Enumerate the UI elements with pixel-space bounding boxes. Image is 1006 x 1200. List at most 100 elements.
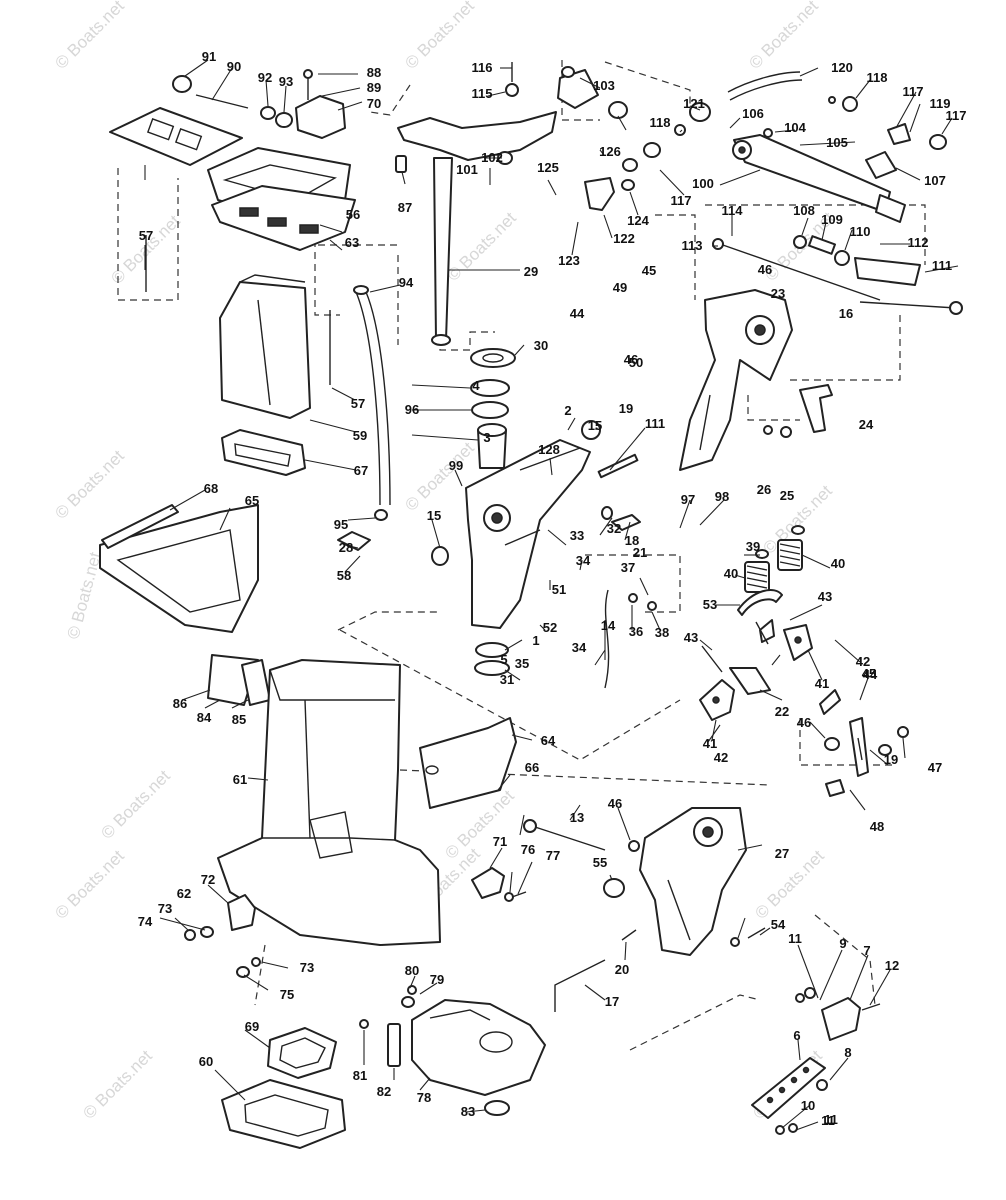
callout-30: 30	[534, 338, 548, 353]
callout-4: 4	[472, 378, 480, 393]
watermark: © Boats.net	[79, 1046, 156, 1123]
callout-5: 5	[500, 652, 507, 667]
callout-103: 103	[593, 78, 615, 93]
callout-91: 91	[202, 49, 216, 64]
callout-94: 94	[399, 275, 414, 290]
callout-100: 100	[692, 176, 714, 191]
callout-11: 11	[824, 1112, 838, 1127]
callout-73: 73	[300, 960, 314, 975]
callout-117: 117	[903, 84, 924, 99]
callout-118: 118	[650, 115, 671, 130]
callout-26: 26	[757, 482, 771, 497]
callout-72: 72	[201, 872, 215, 887]
callout-113: 113	[682, 238, 703, 253]
callout-48: 48	[870, 819, 884, 834]
callout-24: 24	[859, 417, 874, 432]
callout-77: 77	[546, 848, 560, 863]
callout-9: 9	[839, 936, 846, 951]
callout-120: 120	[831, 60, 853, 75]
callout-114: 114	[722, 203, 744, 218]
callout-41: 41	[815, 676, 829, 691]
watermark: © Boats.net	[751, 846, 828, 923]
callout-119: 119	[930, 96, 951, 111]
callout-14: 14	[601, 618, 616, 633]
callout-68: 68	[204, 481, 218, 496]
callout-76: 76	[521, 842, 535, 857]
watermark: © Boats.net	[97, 766, 174, 843]
callout-37: 37	[621, 560, 635, 575]
callout-65: 65	[245, 493, 259, 508]
leader-lines	[144, 59, 959, 1131]
callout-118: 118	[867, 70, 888, 85]
callout-84: 84	[197, 710, 212, 725]
callout-46: 46	[758, 262, 772, 277]
callout-35: 35	[515, 656, 529, 671]
watermark: © Boats.net	[51, 0, 128, 73]
callout-56: 56	[346, 207, 360, 222]
callout-61: 61	[233, 772, 247, 787]
callout-50: 50	[629, 355, 643, 370]
callout-31: 31	[500, 672, 514, 687]
callout-115: 115	[472, 86, 493, 101]
callout-13: 13	[570, 810, 584, 825]
callout-36: 36	[629, 624, 643, 639]
callout-47: 47	[928, 760, 942, 775]
callout-44: 44	[570, 306, 585, 321]
callout-10: 10	[801, 1098, 815, 1113]
callout-90: 90	[227, 59, 241, 74]
callout-46: 46	[624, 352, 638, 367]
callout-95: 95	[334, 517, 348, 532]
callout-39: 39	[746, 539, 760, 554]
callout-6: 6	[793, 1028, 800, 1043]
callout-11: 11	[821, 1113, 835, 1128]
callout-93: 93	[279, 74, 293, 89]
callout-2: 2	[564, 403, 571, 418]
callout-41: 41	[703, 736, 717, 751]
watermark: © Boats.net	[443, 208, 520, 285]
callout-20: 20	[615, 962, 629, 977]
callout-52: 52	[543, 620, 557, 635]
callout-58: 58	[337, 568, 351, 583]
callout-110: 110	[850, 224, 871, 239]
callout-45: 45	[862, 666, 876, 681]
callout-43: 43	[818, 589, 832, 604]
callout-63: 63	[345, 235, 359, 250]
callout-17: 17	[605, 994, 619, 1009]
callout-73: 73	[158, 901, 172, 916]
callout-55: 55	[593, 855, 607, 870]
callout-43: 43	[684, 630, 698, 645]
callout-23: 23	[771, 286, 785, 301]
callout-57: 57	[139, 228, 153, 243]
callout-59: 59	[353, 428, 367, 443]
callout-97: 97	[681, 492, 695, 507]
callout-96: 96	[405, 402, 419, 417]
callout-122: 122	[613, 231, 635, 246]
callout-69: 69	[245, 1019, 259, 1034]
callout-92: 92	[258, 70, 272, 85]
callout-102: 102	[481, 150, 503, 165]
callout-98: 98	[715, 489, 729, 504]
callout-3: 3	[483, 430, 490, 445]
callout-79: 79	[430, 972, 444, 987]
callout-85: 85	[232, 712, 246, 727]
watermark: © Boats.net	[51, 846, 128, 923]
callout-128: 128	[538, 442, 560, 457]
callout-29: 29	[524, 264, 538, 279]
callout-87: 87	[398, 200, 412, 215]
tilt-lever-group	[497, 62, 963, 315]
callout-12: 12	[885, 958, 899, 973]
bottom-seal-group	[221, 985, 546, 1149]
upper-mount-plate-group	[109, 69, 407, 251]
callout-99: 99	[449, 458, 463, 473]
callout-62: 62	[177, 886, 191, 901]
callout-101: 101	[456, 162, 478, 177]
callout-57: 57	[351, 396, 365, 411]
callout-60: 60	[199, 1054, 213, 1069]
callout-80: 80	[405, 963, 419, 978]
callout-28: 28	[339, 540, 353, 555]
callout-74: 74	[138, 914, 153, 929]
callout-106: 106	[742, 106, 764, 121]
callout-66: 66	[525, 760, 539, 775]
callout-27: 27	[775, 846, 789, 861]
